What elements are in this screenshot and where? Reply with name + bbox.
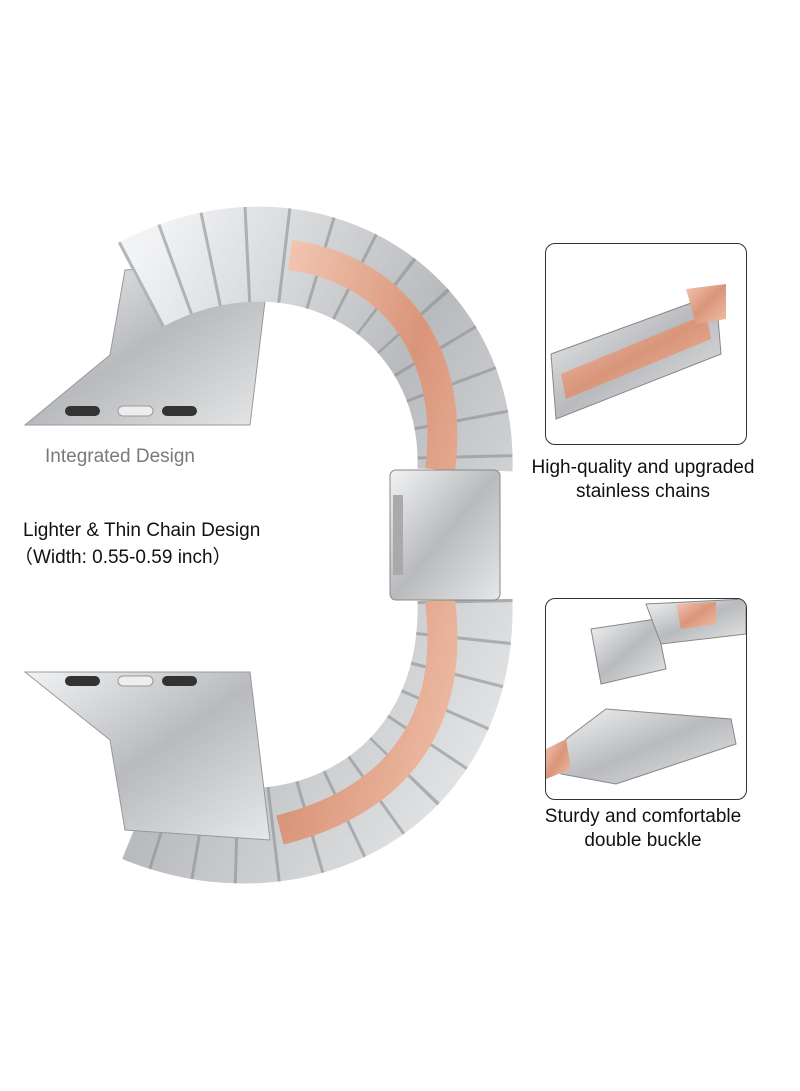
chain-detail-inset — [545, 243, 747, 445]
bottom-connector — [23, 671, 271, 841]
thin-chain-label: Lighter & Thin Chain Design — [23, 520, 261, 541]
chains-caption-line1: High-quality and upgraded — [531, 457, 755, 478]
buckle-caption-line1: Sturdy and comfortable — [544, 806, 742, 827]
buckle-detail-inset — [545, 598, 747, 800]
buckle-detail-image — [546, 599, 746, 785]
buckle — [389, 469, 501, 601]
chain-detail-image — [550, 284, 726, 420]
width-label: （Width: 0.55-0.59 inch） — [14, 547, 232, 568]
integrated-design-label: Integrated Design — [45, 446, 195, 467]
chains-caption-line2: stainless chains — [575, 481, 711, 502]
buckle-caption-line2: double buckle — [584, 830, 702, 851]
